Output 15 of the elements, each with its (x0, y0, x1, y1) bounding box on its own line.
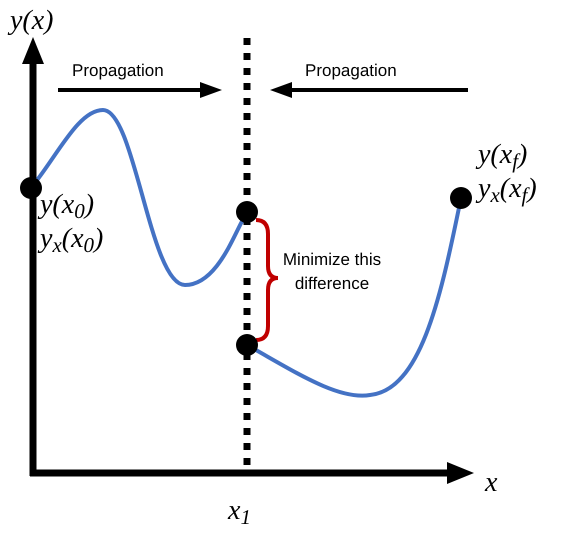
math-label: y(x$_{0}$) (40, 188, 104, 222)
tick-label: x$_{1}$ (228, 494, 251, 532)
data-point (450, 187, 472, 209)
data-point (236, 201, 258, 223)
curve (36, 108, 244, 287)
math-label: y$_{x}$(x$_{f}$) (478, 172, 537, 206)
data-point (236, 334, 258, 356)
annotation-text: Minimize this difference (282, 249, 382, 295)
axis-label: x (485, 466, 498, 500)
axis-label: y(x) (10, 0, 54, 42)
math-label: y(x$_{f}$) (478, 138, 537, 172)
math-label: y$_{x}$(x$_{0}$) (40, 222, 104, 256)
direction-label: Propagation (305, 60, 397, 82)
curve (254, 206, 461, 398)
direction-label: Propagation (72, 60, 164, 82)
